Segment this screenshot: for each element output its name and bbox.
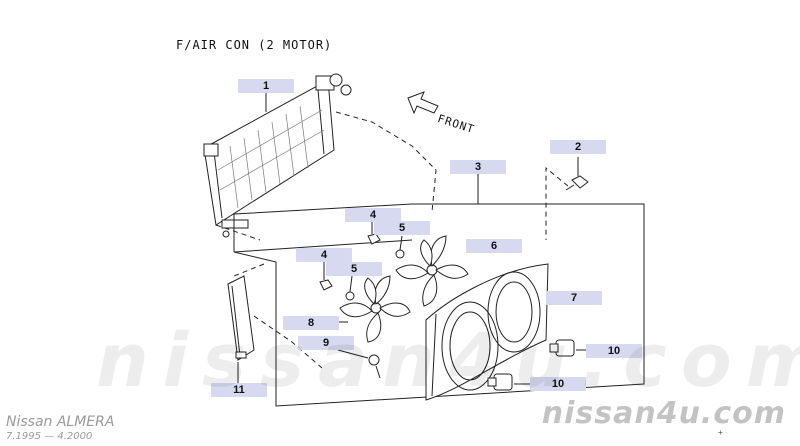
model-year-range: 7.1995 — 4.2000 [6,431,93,442]
nut-part-upper[interactable] [367,233,381,245]
callout-10-lower[interactable]: 10 [530,377,586,391]
callout-11[interactable]: 11 [211,383,267,397]
diagram-caption: F/AIR CON (2 MOTOR) [176,38,333,52]
radiator-part[interactable] [203,73,352,238]
fan-shroud[interactable] [425,263,549,401]
screw-part[interactable] [368,354,381,379]
brand-logo-text: nissan4u.com [541,396,786,431]
callout-7[interactable]: 7 [546,291,602,305]
bolt-part[interactable] [565,175,589,191]
callout-5-upper[interactable]: 5 [374,221,430,235]
washer-part-upper[interactable] [395,249,405,259]
callout-4-lower[interactable]: 4 [296,248,352,262]
washer-part-lower[interactable] [345,291,355,301]
model-name: Nissan ALMERA [6,414,115,430]
callout-10-upper[interactable]: 10 [586,344,642,358]
callout-2[interactable]: 2 [550,140,606,154]
fan-blade-8[interactable] [339,275,411,343]
front-arrow-icon [407,91,439,115]
callout-5-lower[interactable]: 5 [326,262,382,276]
fan-blade-6[interactable] [395,235,469,307]
callout-6[interactable]: 6 [466,239,522,253]
fan-motor-lower[interactable] [487,373,513,391]
callout-1[interactable]: 1 [238,79,294,93]
callout-9[interactable]: 9 [298,336,354,350]
nut-part-lower[interactable] [319,279,333,291]
callout-8[interactable]: 8 [283,316,339,330]
callout-4-upper[interactable]: 4 [345,208,401,222]
fan-motor-upper[interactable] [549,339,575,357]
air-guide-panel[interactable] [227,275,255,361]
callout-3[interactable]: 3 [450,160,506,174]
corner-mark: + [718,428,723,437]
